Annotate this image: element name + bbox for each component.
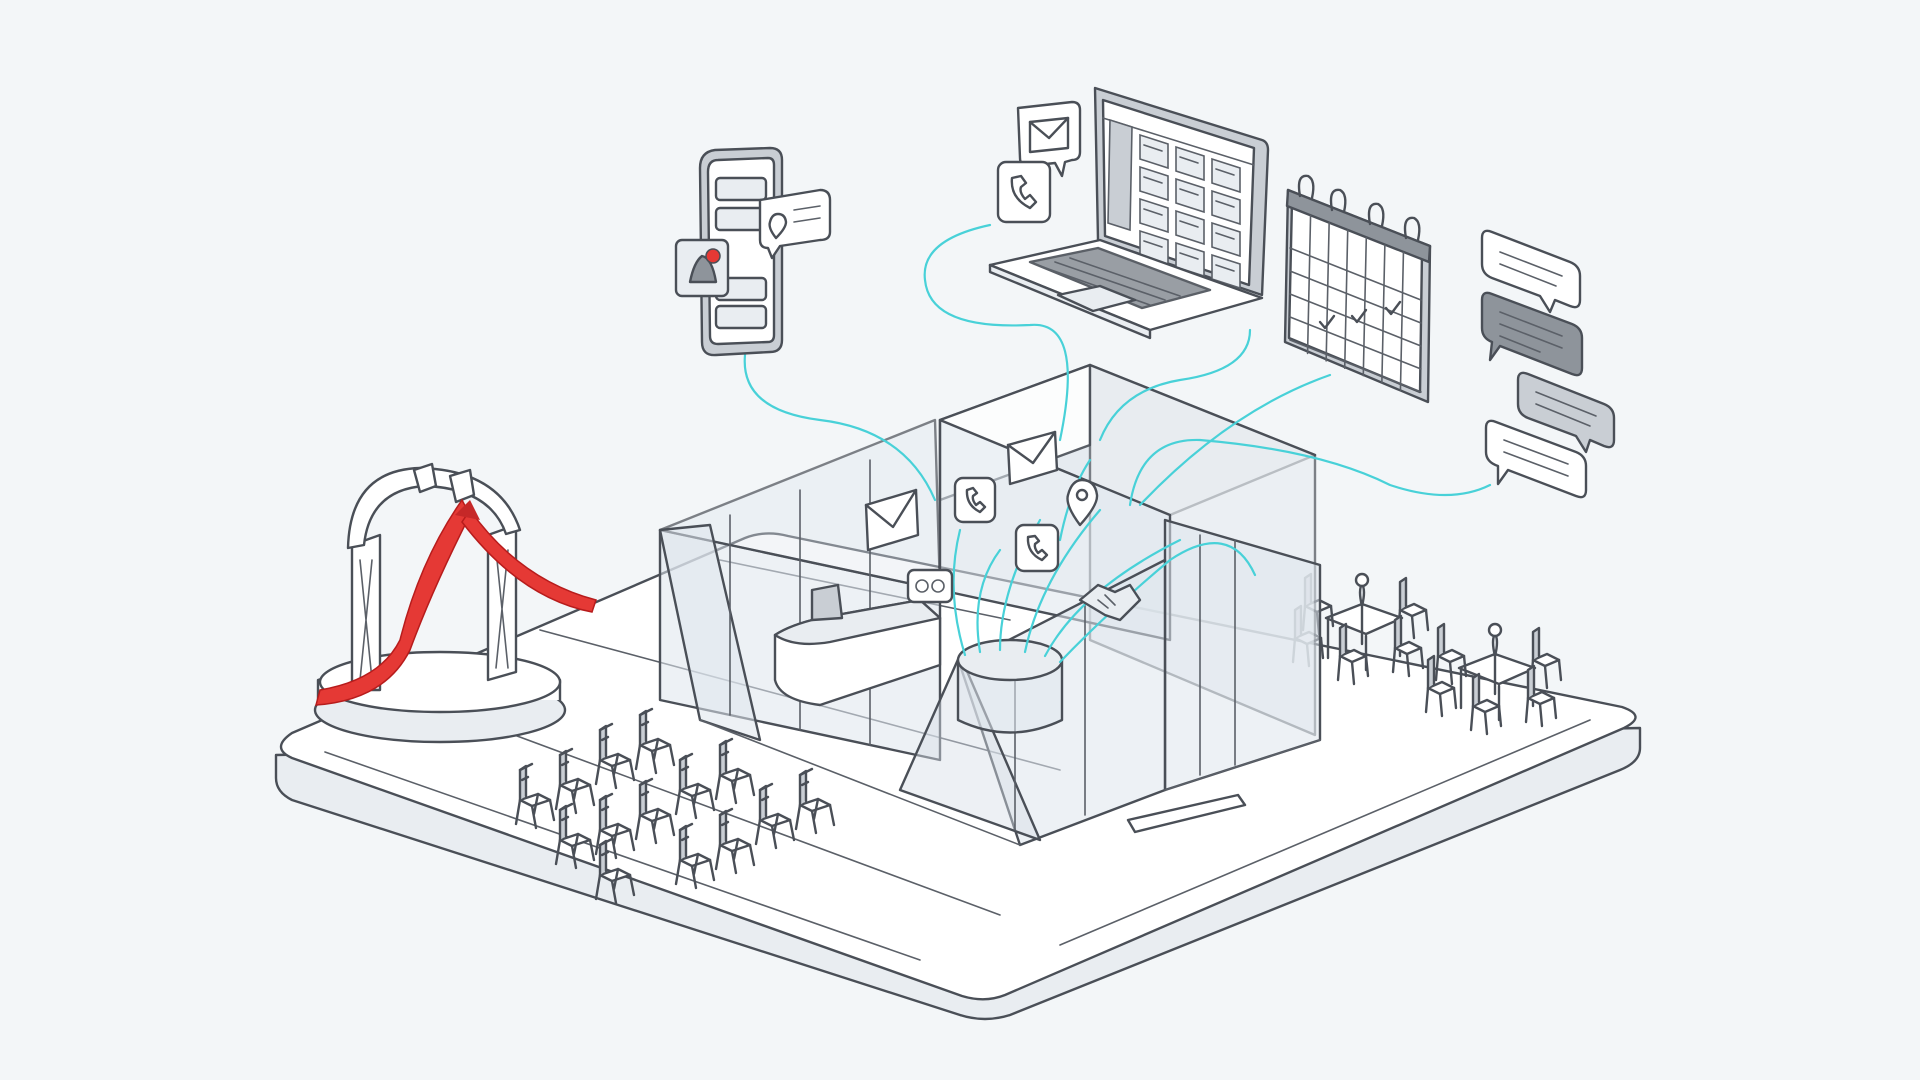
- envelope-icon: [1006, 430, 1059, 486]
- wedding-arch-icon: [313, 462, 597, 744]
- chat-bubble-icon: [1480, 229, 1582, 314]
- handshake-icon: [1078, 583, 1142, 622]
- calendar-icon: [1283, 174, 1432, 404]
- folding-chair-icon: [1529, 626, 1563, 690]
- folding-chair-icon: [594, 837, 636, 905]
- envelope-icon: [864, 488, 920, 552]
- glass-pavilion: [658, 363, 1322, 847]
- smartphone-icon: [674, 146, 832, 357]
- folding-chair-icon: [1469, 672, 1503, 736]
- location-pin-icon: [758, 188, 832, 260]
- folding-chair-icon: [1391, 614, 1425, 678]
- folding-chair-icon: [1524, 664, 1558, 728]
- folding-chair-icon: [674, 822, 716, 890]
- folding-chair-icon: [594, 792, 636, 860]
- red-ribbon: [315, 498, 471, 706]
- folding-chair-icon: [554, 747, 596, 815]
- reception-desk: [773, 583, 942, 707]
- phone-icon: [953, 476, 997, 524]
- folding-chair-icon: [634, 707, 676, 775]
- location-pin-icon: [1066, 478, 1099, 527]
- folding-chair-icon: [754, 782, 796, 850]
- link-icon: [906, 568, 954, 604]
- folding-chair-icon: [1434, 622, 1468, 686]
- bell-notification-icon: [674, 238, 730, 298]
- folding-chair-icon: [674, 752, 716, 820]
- folding-chair-icon: [634, 777, 676, 845]
- folding-chair-icon: [1396, 576, 1430, 640]
- chat-bubble-icon: [1516, 371, 1616, 454]
- folding-chair-icon: [514, 762, 556, 830]
- cafe-table-icon: [1424, 622, 1563, 736]
- folding-chair-icon: [1424, 654, 1458, 718]
- laptop-icon: [988, 86, 1270, 340]
- chat-bubble-icon: [1484, 419, 1588, 499]
- phone-icon: [1014, 523, 1060, 573]
- folding-chair-icon: [794, 767, 836, 835]
- folding-chair-icon: [714, 737, 756, 805]
- connector-lines: [743, 223, 1492, 664]
- folding-chair-icon: [554, 802, 596, 870]
- chat-bubble-icon: [1480, 291, 1584, 377]
- phone-icon: [996, 160, 1052, 224]
- folding-chair-icon: [714, 807, 756, 875]
- folding-chair-icon: [594, 722, 636, 790]
- chair-rows: [514, 707, 836, 905]
- folding-chair-icon: [1336, 622, 1370, 686]
